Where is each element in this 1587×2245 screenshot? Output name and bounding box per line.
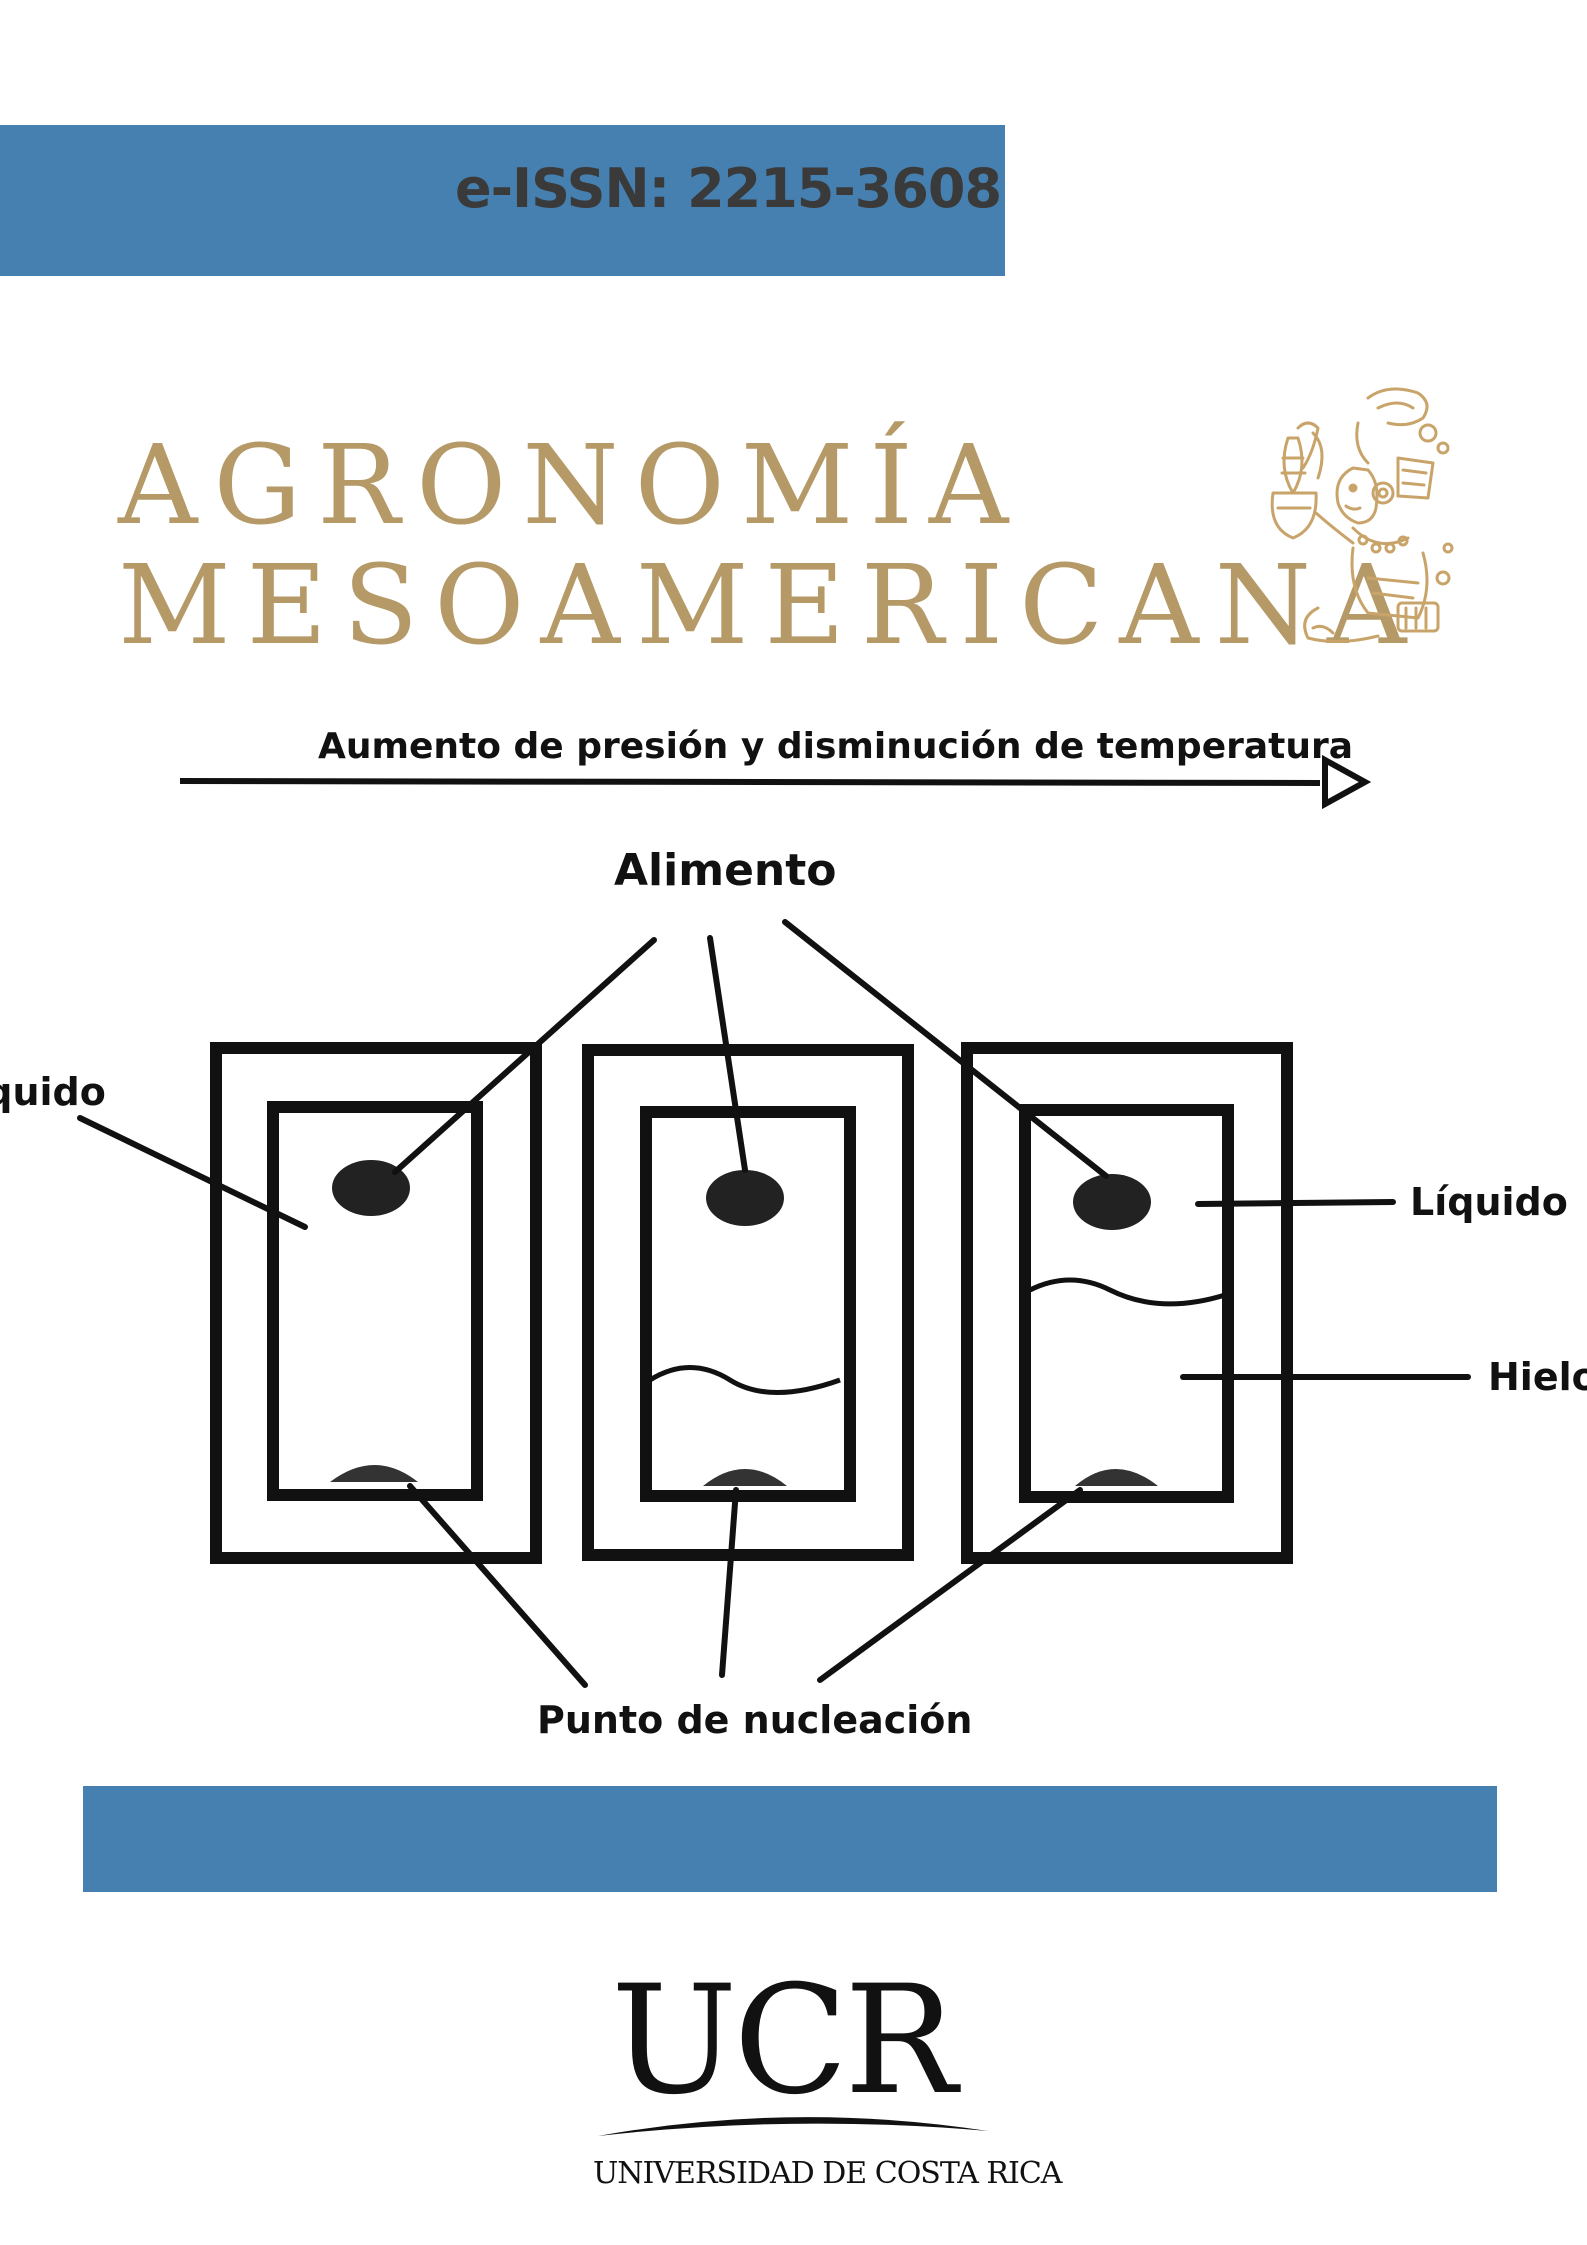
nucleation-point-1 [330, 1465, 418, 1482]
nucleation-point-3 [1075, 1469, 1158, 1486]
pressure-arrow-shaft [179, 778, 1321, 786]
bottom-band [83, 1786, 1497, 1892]
ucr-logo-subtitle: UNIVERSIDAD DE COSTA RICA [593, 2156, 1062, 2191]
container-3 [961, 1042, 1293, 1564]
issn-band [0, 125, 1005, 276]
label-nucleation: Punto de nucleación [537, 1698, 972, 1742]
label-liquid-right: Líquido [1410, 1180, 1568, 1224]
pressure-arrow-label: Aumento de presión y disminución de temp… [318, 726, 1353, 767]
nucleation-point-2 [703, 1469, 787, 1486]
food-item-2 [706, 1170, 784, 1226]
container-2 [582, 1044, 914, 1561]
food-item-1 [332, 1160, 410, 1216]
ice-boundary-3 [1028, 1277, 1226, 1307]
ucr-logo: UCR UNIVERSIDAD DE COSTA RICA [593, 1954, 1062, 2191]
label-food: Alimento [614, 845, 837, 896]
label-liquid-left: Líquido [0, 1070, 106, 1114]
ice-boundary-2 [648, 1365, 841, 1395]
mesoamerican-figure-emblem-icon [1270, 387, 1454, 644]
journal-title-line-2: MESOAMERICANA [118, 541, 1423, 669]
journal-title-line-1: AGRONOMÍA [118, 421, 1025, 549]
ucr-swoosh-icon [598, 2117, 988, 2136]
freezing-diagram: Aumento de presión y disminución de temp… [0, 726, 1587, 1742]
container-1 [210, 1042, 542, 1564]
label-ice: Hielo [1488, 1355, 1587, 1399]
pressure-arrow-head [1322, 754, 1372, 810]
ucr-logo-letters: UCR [611, 1954, 957, 2128]
food-item-3 [1073, 1174, 1151, 1230]
issn-number: e-ISSN: 2215-3608 [455, 157, 1002, 220]
